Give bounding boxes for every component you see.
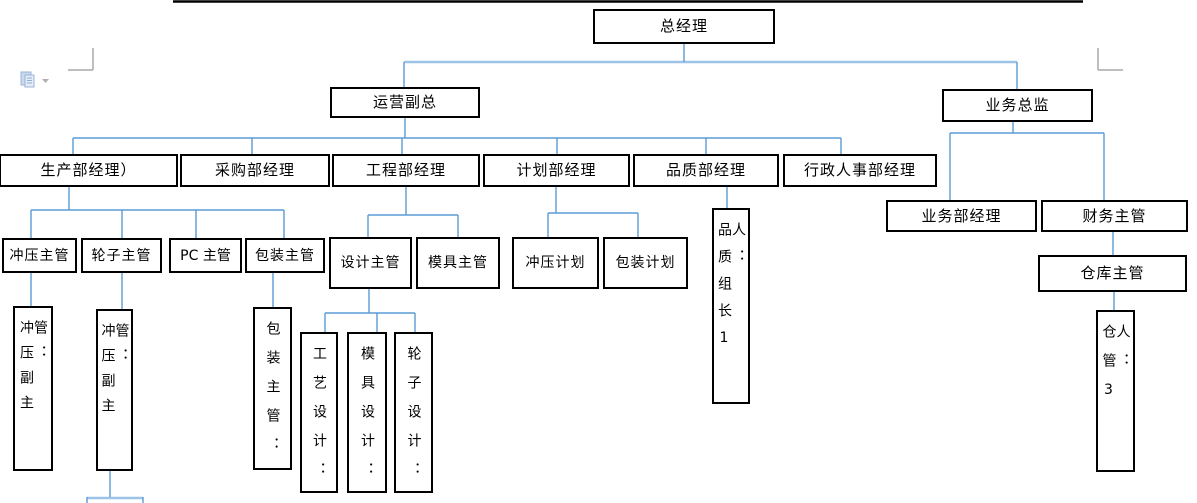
clipboard-paste-icon [20, 71, 49, 88]
org-box-label: 仓管3人： [1100, 324, 1131, 413]
org-box-stamping-supervisor[interactable]: 冲压主管 [2, 238, 77, 273]
org-box-label: 品质组长1人： [716, 222, 746, 359]
org-box-stamping-deputy-1[interactable]: 冲压副主管： [13, 306, 53, 471]
org-box-business-dept-manager[interactable]: 业务部经理 [886, 200, 1037, 232]
org-box-label: 总经理 [659, 17, 708, 35]
org-box-label: 轮子主管 [91, 247, 152, 264]
org-box-wheel-supervisor[interactable]: 轮子主管 [81, 238, 162, 273]
org-box-packaging-supervisor[interactable]: 包装主管 [245, 238, 325, 273]
org-box-purchasing-manager[interactable]: 采购部经理 [180, 154, 330, 187]
org-box-label: 品质部经理 [665, 161, 746, 179]
org-box-warehouse-keeper[interactable]: 仓管3人： [1096, 310, 1135, 472]
org-box-label: 计划部经理 [516, 161, 597, 179]
org-box-label: 模具设计： [359, 346, 375, 491]
org-box-label: 财务主管 [1082, 206, 1147, 225]
org-box-stamping-deputy-2[interactable]: 冲压副主管： [96, 309, 133, 471]
org-box-label: 冲压副主管： [18, 320, 48, 420]
org-box-packaging-supervisor-v[interactable]: 包装主管： [253, 307, 292, 470]
org-box-label: 工艺设计： [311, 346, 327, 491]
org-box-planning-manager[interactable]: 计划部经理 [483, 154, 630, 187]
org-box-label: 包装主管： [264, 321, 281, 466]
org-box-label: 冲压计划 [525, 255, 586, 271]
highlighted-connectors [87, 60, 1017, 500]
org-box-operations-vp[interactable]: 运营副总 [330, 87, 480, 118]
org-box-mold-supervisor[interactable]: 模具主管 [416, 237, 500, 289]
org-box-general-manager[interactable]: 总经理 [593, 9, 775, 44]
page-corner-mark-right [1097, 48, 1123, 71]
org-box-label: 仓库主管 [1080, 264, 1145, 282]
org-box-label: 运营副总 [372, 93, 437, 111]
paste-options-button[interactable] [20, 71, 52, 91]
org-box-production-manager[interactable]: 生产部经理） [0, 154, 178, 187]
org-box-label: 业务部经理 [921, 206, 1002, 225]
dropdown-arrow-icon [42, 79, 49, 83]
blue-connectors [30, 44, 1115, 503]
org-box-quality-team-leader[interactable]: 品质组长1人： [712, 208, 750, 404]
org-box-stamping-planning[interactable]: 冲压计划 [512, 237, 599, 289]
org-box-label: 设计主管 [340, 255, 401, 271]
org-box-quality-manager[interactable]: 品质部经理 [633, 154, 779, 187]
org-box-label: 模具主管 [428, 255, 488, 271]
org-box-label: 行政人事部经理 [803, 161, 916, 179]
org-box-label: PC 主管 [180, 247, 231, 264]
org-box-mold-design[interactable]: 模具设计： [347, 332, 387, 493]
org-box-engineering-manager[interactable]: 工程部经理 [332, 154, 480, 187]
org-box-label: 冲压副主管： [99, 323, 130, 423]
org-box-design-supervisor[interactable]: 设计主管 [329, 237, 412, 289]
org-box-warehouse-supervisor[interactable]: 仓库主管 [1038, 255, 1187, 292]
org-box-label: 业务总监 [985, 96, 1050, 114]
org-box-label: 工程部经理 [365, 161, 446, 179]
org-box-label: 包装计划 [615, 255, 676, 271]
org-box-finance-supervisor[interactable]: 财务主管 [1041, 200, 1188, 232]
org-box-label: 冲压主管 [9, 247, 70, 264]
org-box-label: 包装主管 [255, 247, 315, 264]
page-corner-mark-left [68, 48, 94, 71]
org-box-process-design[interactable]: 工艺设计： [300, 332, 338, 493]
org-box-admin-hr-manager[interactable]: 行政人事部经理 [783, 154, 937, 187]
org-box-pc-supervisor[interactable]: PC 主管 [169, 238, 242, 273]
org-box-label: 轮子设计： [405, 346, 422, 491]
org-box-label: 采购部经理 [214, 161, 295, 179]
org-box-packaging-planning[interactable]: 包装计划 [603, 237, 688, 289]
org-box-business-director[interactable]: 业务总监 [942, 89, 1093, 122]
org-box-wheel-design[interactable]: 轮子设计： [394, 332, 433, 493]
org-box-label: 生产部经理） [40, 161, 137, 179]
